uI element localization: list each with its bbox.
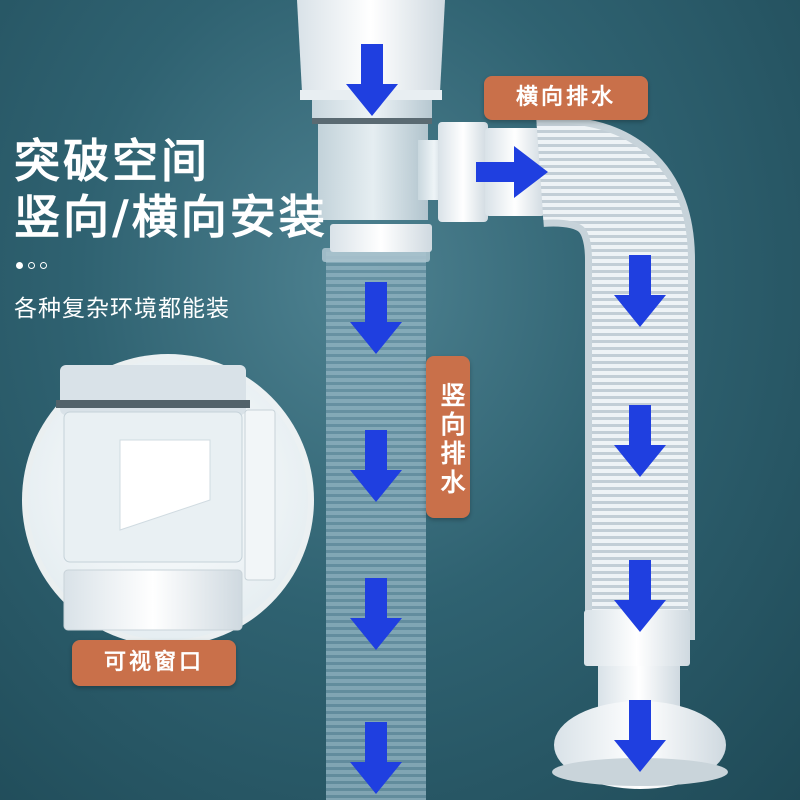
down-arrow-icon bbox=[350, 430, 402, 502]
vertical-drain-label: 竖向排水 bbox=[426, 356, 470, 518]
down-arrow-icon bbox=[350, 578, 402, 650]
down-arrow-icon bbox=[614, 255, 666, 327]
horizontal-drain-label: 横向排水 bbox=[484, 76, 648, 120]
visible-window-zoom bbox=[22, 354, 314, 646]
headline-line-2: 竖向/横向安装 bbox=[14, 190, 328, 244]
flexible-hose bbox=[536, 116, 728, 789]
down-arrow-icon bbox=[614, 560, 666, 632]
down-arrow-icon bbox=[350, 282, 402, 354]
down-arrow-icon bbox=[350, 722, 402, 794]
down-arrow-icon bbox=[346, 44, 398, 116]
subtitle: 各种复杂环境都能装 bbox=[14, 296, 230, 322]
flow-arrows bbox=[346, 44, 666, 794]
right-arrow-icon bbox=[476, 146, 548, 198]
headline-line-1: 突破空间 bbox=[14, 134, 210, 188]
down-arrow-icon bbox=[614, 700, 666, 772]
decorative-dots bbox=[16, 262, 47, 269]
visible-window-label: 可视窗口 bbox=[72, 640, 236, 686]
sink-strainer-body bbox=[297, 0, 545, 252]
down-arrow-icon bbox=[614, 405, 666, 477]
